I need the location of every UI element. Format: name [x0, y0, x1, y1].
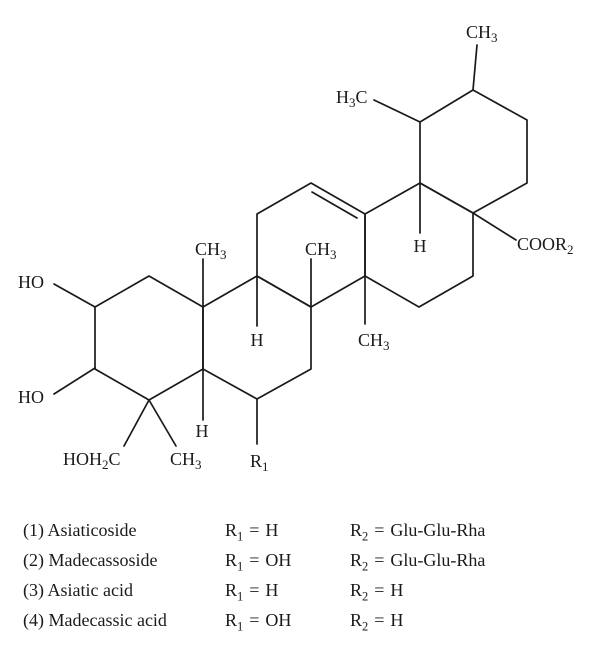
- r2-symbol-sub: 2: [362, 619, 369, 634]
- label-part: 2: [567, 242, 574, 257]
- h-c5-label: H: [196, 421, 209, 441]
- r1-symbol-sub: 1: [237, 619, 244, 634]
- r2-symbol: R: [350, 550, 363, 570]
- r1-assignment: R1 =OH: [225, 550, 292, 574]
- equals-sign: =: [249, 610, 260, 630]
- equals-sign: =: [249, 580, 260, 600]
- ch3-c4-label: CH3: [170, 449, 202, 472]
- legend-row-2: (2) Madecassoside R1=OH R2=Glu-Glu-Rha: [0, 550, 600, 574]
- r2-symbol-sub: 2: [362, 589, 369, 604]
- ho-c3-label: HO: [18, 387, 44, 407]
- h-c9-label: H: [251, 330, 264, 350]
- r1-symbol: R: [225, 550, 238, 570]
- r2-assignment: R2 =Glu-Glu-Rha: [350, 550, 486, 574]
- ch3-c14-label: CH3: [358, 330, 390, 353]
- ch3-c19-label: CH3: [466, 22, 498, 45]
- r1-symbol-sub: 1: [237, 529, 244, 544]
- label-part: CH: [466, 22, 491, 42]
- r1-assignment: R1 =OH: [225, 610, 292, 634]
- bond-coor2: [472, 212, 517, 241]
- r2-value: Glu-Glu-Rha: [390, 550, 486, 570]
- r2-assignment: R2 =H: [350, 580, 404, 604]
- bond-h3c-c20: [373, 99, 421, 123]
- r2-value: H: [390, 580, 404, 600]
- r1-value: H: [265, 520, 279, 540]
- atom-labels: CH3 H3C COOR2 CH3 CH3 CH3 CH3 HOH2C R1 H…: [18, 22, 574, 474]
- r2-symbol: R: [350, 520, 363, 540]
- ch3-c8-label: CH3: [305, 239, 337, 262]
- substituent-bonds: [53, 44, 517, 447]
- compound-name: (2) Madecassoside: [23, 550, 158, 570]
- label-part: CH: [170, 449, 195, 469]
- r1-symbol: R: [225, 580, 238, 600]
- label-part: CH: [358, 330, 383, 350]
- label-part: CH: [195, 239, 220, 259]
- equals-sign: =: [374, 580, 385, 600]
- r2-value: Glu-Glu-Rha: [390, 520, 486, 540]
- equals-sign: =: [374, 550, 385, 570]
- label-part: 3: [330, 247, 337, 262]
- compound-name: (3) Asiatic acid: [23, 580, 133, 600]
- coor2-label: COOR2: [517, 234, 574, 257]
- r2-symbol-sub: 2: [362, 559, 369, 574]
- r1-value: H: [265, 580, 279, 600]
- label-part: 3: [220, 247, 227, 262]
- r2-assignment: R2 =Glu-Glu-Rha: [350, 520, 486, 544]
- double-bond-inner-line: [311, 191, 358, 219]
- label-part: 3: [383, 338, 390, 353]
- r2-symbol: R: [350, 580, 363, 600]
- equals-sign: =: [374, 520, 385, 540]
- h3c-c20-label: H3C: [336, 87, 368, 110]
- legend-row-3: (3) Asiatic acid R1=H R2=H: [0, 580, 600, 604]
- r1-symbol: R: [225, 520, 238, 540]
- label-part: H: [336, 87, 349, 107]
- label-part: COOR: [517, 234, 567, 254]
- label-part: 3: [195, 457, 202, 472]
- bond-hoh2c: [123, 399, 150, 447]
- r2-symbol: R: [350, 610, 363, 630]
- label-part: R: [250, 451, 262, 471]
- r2-symbol-sub: 2: [362, 529, 369, 544]
- bond-ho-c3: [53, 367, 96, 395]
- equals-sign: =: [249, 520, 260, 540]
- r2-assignment: R2 =H: [350, 610, 404, 634]
- label-part: 1: [262, 459, 269, 474]
- compound-name: (4) Madecassic acid: [23, 610, 167, 630]
- legend-row-1: (1) Asiaticoside R1=H R2=Glu-Glu-Rha: [0, 520, 600, 544]
- bond-ho-c2: [53, 283, 96, 308]
- equals-sign: =: [374, 610, 385, 630]
- r1-symbol-sub: 1: [237, 559, 244, 574]
- r1-assignment: R1 =H: [225, 580, 279, 604]
- ho-c2-label: HO: [18, 272, 44, 292]
- label-part: C: [109, 449, 121, 469]
- compound-name: (1) Asiaticoside: [23, 520, 137, 540]
- label-part: 3: [491, 30, 498, 45]
- label-part: CH: [305, 239, 330, 259]
- h-c18-label: H: [414, 236, 427, 256]
- bond-ch3-c19: [472, 44, 478, 91]
- r1-symbol: R: [225, 610, 238, 630]
- label-part: HOH: [63, 449, 102, 469]
- structure-diagram: CH3 H3C COOR2 CH3 CH3 CH3 CH3 HOH2C R1 H…: [18, 22, 574, 474]
- bond-ch3-c4: [148, 399, 177, 447]
- r1-symbol-sub: 1: [237, 589, 244, 604]
- hoh2c-label: HOH2C: [63, 449, 121, 472]
- label-part: 2: [102, 457, 109, 472]
- r1-label: R1: [250, 451, 269, 474]
- r2-value: H: [390, 610, 404, 630]
- r1-value: OH: [265, 550, 292, 570]
- r1-assignment: R1 =H: [225, 520, 279, 544]
- r1-value: OH: [265, 610, 292, 630]
- ch3-c10-label: CH3: [195, 239, 227, 262]
- label-part: C: [356, 87, 368, 107]
- label-part: 3: [349, 95, 356, 110]
- legend-row-4: (4) Madecassic acid R1=OH R2=H: [0, 610, 600, 634]
- equals-sign: =: [249, 550, 260, 570]
